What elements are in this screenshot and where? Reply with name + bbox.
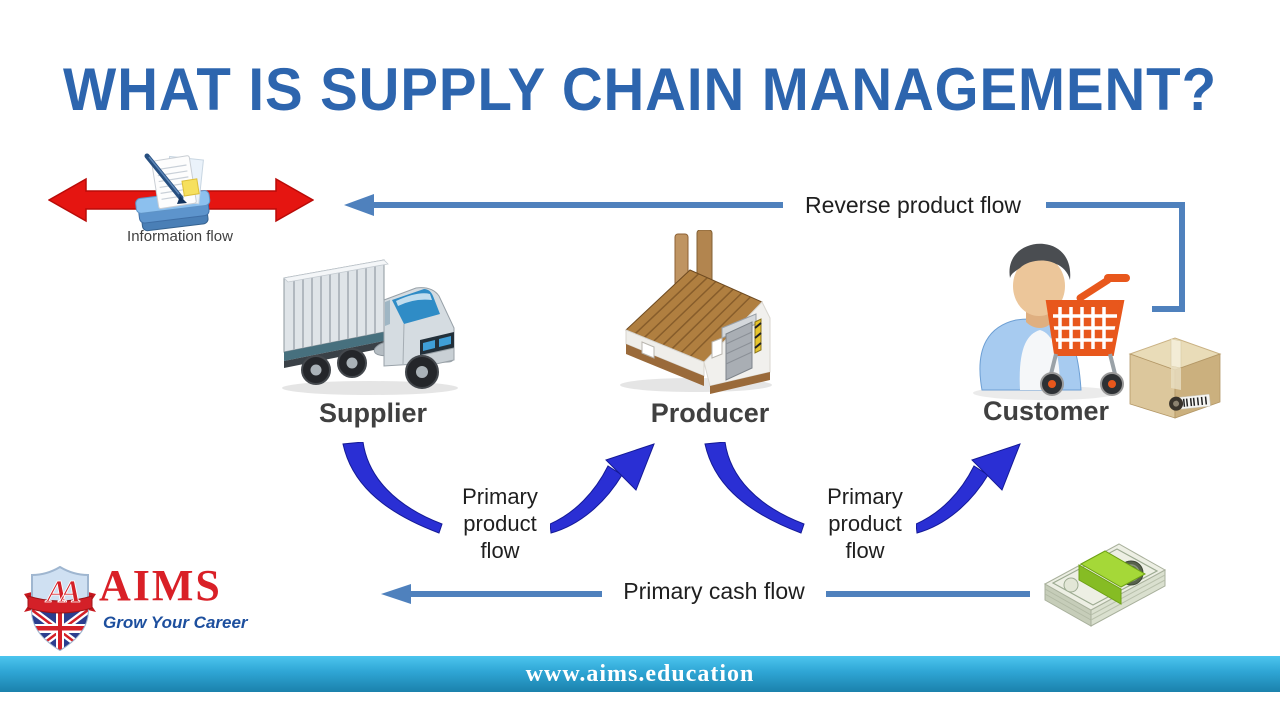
- product-flow-curve-from-supplier: [342, 442, 443, 534]
- producer-label: Producer: [650, 398, 770, 428]
- aims-logo-text: AIMS: [99, 561, 222, 610]
- person-shopping-cart-icon: [973, 243, 1130, 400]
- primary-cash-flow-arrow: [381, 584, 1030, 604]
- footer-bar: www.aims.education: [0, 656, 1280, 692]
- supplier-label: Supplier: [318, 398, 427, 428]
- factory-icon: [620, 230, 772, 394]
- reverse-product-flow-arrow: [344, 194, 1185, 312]
- primary-product-flow-label-left: Primary product flow: [462, 484, 538, 563]
- information-flow-label: Information flow: [127, 228, 233, 245]
- product-flow-curve-from-producer: [704, 442, 805, 534]
- customer-label: Customer: [982, 396, 1110, 426]
- product-flow-arrow-to-producer: [550, 443, 655, 534]
- aims-tagline: Grow Your Career: [103, 613, 248, 632]
- page-title: WHAT IS SUPPLY CHAIN MANAGEMENT?: [63, 56, 1217, 123]
- package-box-icon: [1128, 337, 1222, 419]
- aims-shield-icon: AA: [24, 565, 96, 652]
- truck-icon: [282, 259, 458, 395]
- primary-cash-flow-label: Primary cash flow: [623, 578, 805, 604]
- primary-product-flow-label-right: Primary product flow: [827, 484, 903, 563]
- cash-stack-icon: [1043, 543, 1167, 627]
- product-flow-arrow-to-customer: [916, 443, 1021, 534]
- footer-url: www.aims.education: [525, 660, 755, 687]
- documents-pen-icon: [135, 153, 211, 232]
- reverse-product-flow-label: Reverse product flow: [804, 192, 1022, 218]
